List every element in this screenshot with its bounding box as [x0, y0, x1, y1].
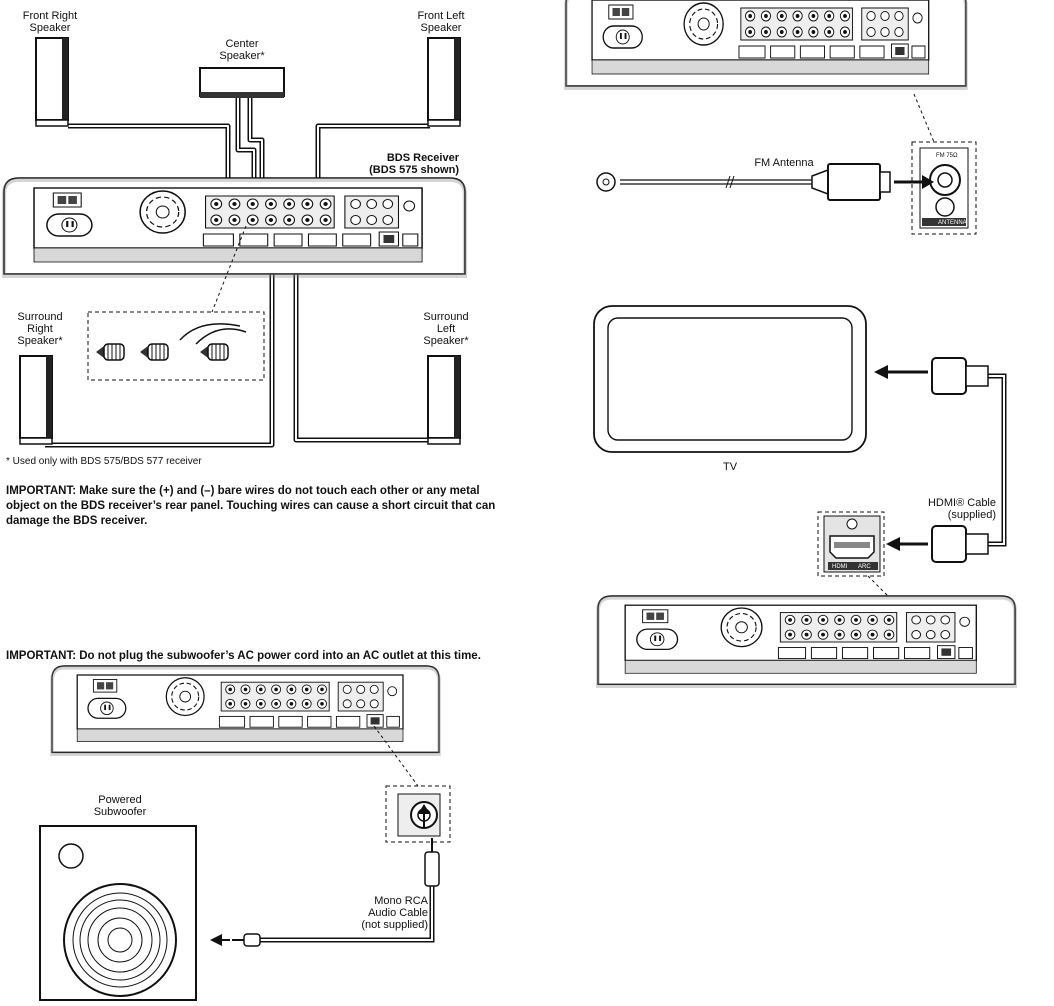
bds-receiver-hdmi [596, 594, 1018, 689]
tv-arrow-head [874, 365, 888, 379]
surround-left-label-3: Speaker* [423, 335, 469, 347]
front-left-speaker-label-2: Speaker [421, 22, 462, 34]
subwoofer-label-2: Subwoofer [94, 806, 147, 818]
rca-cable-label-2: Audio Cable [368, 907, 428, 919]
fm-antenna-label: FM Antenna [754, 157, 814, 169]
speaker-wires [45, 92, 435, 448]
hdmi-port-text: HDMI [832, 564, 848, 570]
surround-right-speaker [19, 355, 53, 445]
subwoofer-callout-line [373, 725, 419, 787]
tv [593, 305, 867, 453]
center-speaker [199, 67, 285, 98]
bds-receiver-main [4, 178, 465, 276]
surround-left-label-1: Surround [423, 311, 468, 323]
hdmi-cable-label-2: (supplied) [948, 509, 996, 521]
binding-post-callout [87, 311, 265, 381]
fm-antenna-jack-callout: FM 75Ω ANTENNA [911, 141, 977, 235]
surround-left-speaker [427, 355, 461, 445]
hdmi-cable-label-1: HDMI® Cable [928, 497, 996, 509]
warning-subwoofer: IMPORTANT: Do not plug the subwoofer’s A… [6, 650, 481, 662]
fm-jack-text: FM 75Ω [936, 153, 958, 159]
rca-cable-label-1: Mono RCA [374, 895, 428, 907]
tv-label: TV [723, 461, 738, 473]
receiver-label: BDS Receiver [387, 152, 460, 164]
front-left-speaker-label: Front Left [417, 10, 464, 22]
sub-out-callout [385, 785, 451, 843]
bds-receiver-antenna [564, 0, 968, 90]
rca-cable-label-3: (not supplied) [361, 919, 428, 931]
surround-left-label-2: Left [437, 323, 455, 335]
antenna-callout-line [913, 93, 935, 143]
sub-arrow-left-head [210, 934, 222, 946]
subwoofer-label-1: Powered [98, 794, 141, 806]
receiver-model-label: (BDS 575 shown) [369, 164, 459, 176]
hdmi-cable [931, 357, 1007, 563]
fm-antenna-wire [596, 163, 891, 201]
hdmi-arc-port-callout: HDMI ARC [817, 511, 885, 577]
front-right-speaker-label: Front Right [23, 10, 77, 22]
surround-right-label-1: Surround [17, 311, 62, 323]
hdmi-port-sub: ARC [858, 564, 871, 570]
hdmi-arrow-head [886, 537, 900, 551]
front-left-speaker [427, 37, 461, 127]
bds-receiver-subwoofer [50, 664, 441, 757]
center-speaker-label-2: Speaker* [219, 50, 265, 62]
center-speaker-label: Center [225, 38, 258, 50]
fm-arrow-head [922, 175, 934, 189]
footnote: * Used only with BDS 575/BDS 577 receive… [6, 456, 202, 467]
rca-cable [232, 838, 440, 947]
surround-right-label-3: Speaker* [17, 335, 63, 347]
sub-arrow-up-head [418, 804, 430, 814]
antenna-panel-text: ANTENNA [938, 220, 967, 226]
front-right-speaker [35, 37, 69, 127]
powered-subwoofer [39, 825, 197, 1001]
front-right-speaker-label-2: Speaker [30, 22, 71, 34]
surround-right-label-2: Right [27, 323, 53, 335]
warning-wires: IMPORTANT: Make sure the (+) and (–) bar… [6, 485, 496, 527]
